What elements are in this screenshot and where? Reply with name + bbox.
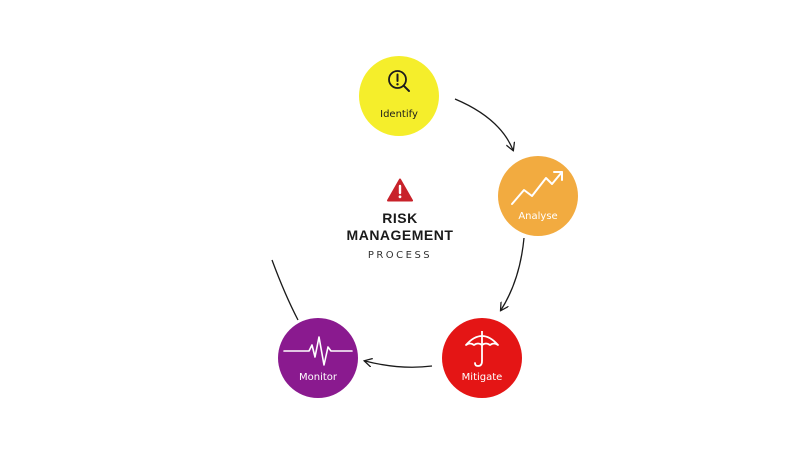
arrow-analyse-to-mitigate — [501, 237, 525, 310]
heartbeat-line-icon — [283, 336, 353, 366]
step-label-identify: Identify — [380, 109, 418, 120]
magnifier-exclamation-icon — [388, 70, 410, 92]
arc-monitor-to-identify — [271, 259, 299, 321]
step-identify: Identify — [359, 56, 439, 136]
warning-triangle-icon — [387, 178, 413, 202]
step-label-monitor: Monitor — [298, 372, 337, 383]
title-line-management: MANAGEMENT — [346, 227, 454, 243]
step-monitor: Monitor — [278, 318, 358, 398]
title-line-risk: RISK — [382, 210, 418, 226]
title-line-process: PROCESS — [367, 250, 433, 261]
center-title-block: RISK MANAGEMENT PROCESS — [330, 178, 470, 261]
step-analyse: Analyse — [498, 156, 578, 236]
umbrella-icon — [465, 331, 499, 367]
trend-up-chart-icon — [511, 171, 563, 205]
step-mitigate: Mitigate — [442, 318, 522, 398]
step-label-analyse: Analyse — [518, 211, 558, 222]
arrow-identify-to-analyse — [454, 98, 513, 150]
step-label-mitigate: Mitigate — [461, 372, 503, 383]
arrow-mitigate-to-monitor — [365, 361, 433, 368]
